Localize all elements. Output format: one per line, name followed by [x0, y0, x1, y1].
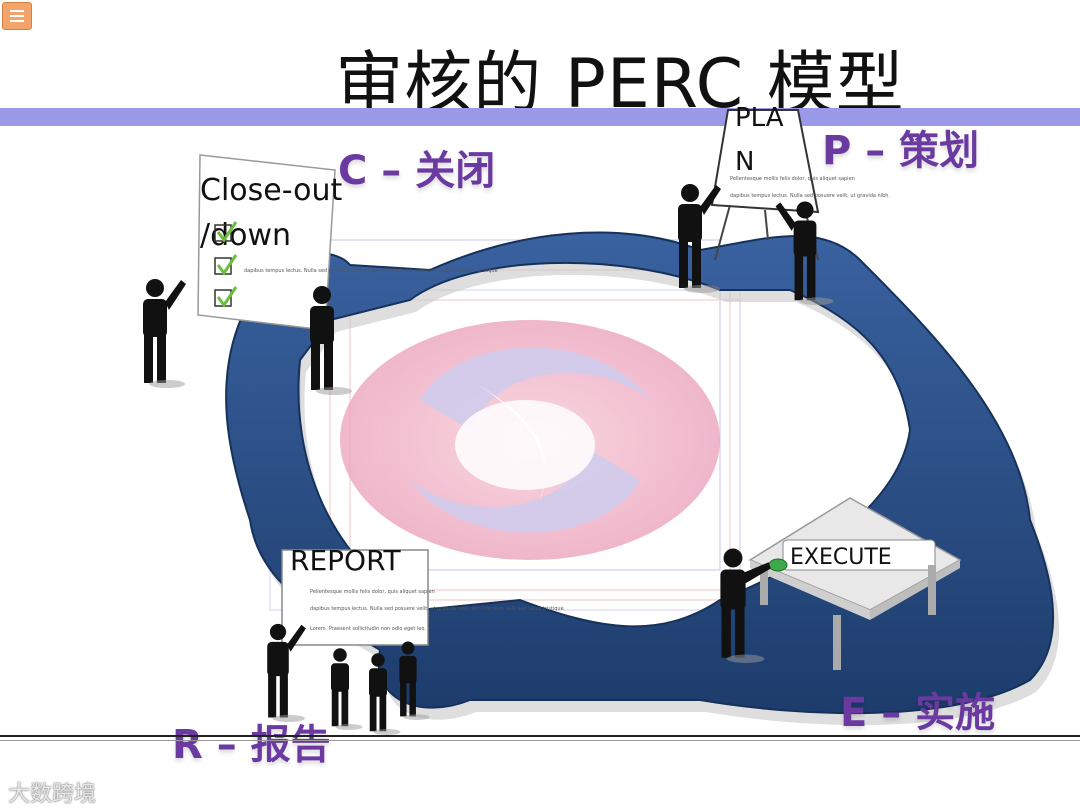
report-filler-1: Pellentesque mollis felis dolor, quis al… — [310, 589, 435, 595]
closeout-title-line1: Close-out — [200, 173, 342, 208]
stage-label-plan: P – 策划 — [822, 118, 979, 176]
report-title: REPORT — [290, 544, 401, 577]
report-filler-2: dapibus tempus lectus. Nulla sed posuere… — [310, 606, 564, 612]
watermark: 大数跨境 — [8, 776, 96, 808]
plan-filler-1: Pellentesque mollis felis dolor, quis al… — [730, 176, 855, 182]
swirl-logo — [340, 320, 720, 560]
closeout-title-line2: /down — [200, 218, 291, 253]
person-report-audience-1 — [331, 648, 363, 730]
bottom-rule — [0, 735, 1080, 737]
plan-title-line2: N — [735, 147, 754, 177]
stage-label-execute: E – 实施 — [840, 680, 995, 738]
person-closeout-1 — [143, 279, 186, 388]
closeout-filler: dapibus tempus lectus. Nulla sed posuere… — [244, 268, 498, 274]
stage-label-report: R – 报告 — [172, 712, 331, 770]
bottom-rule-thin — [0, 740, 1080, 741]
execute-label: EXECUTE — [790, 545, 892, 570]
report-filler-3: Lorem. Praesent sollicitudin non odio eg… — [310, 626, 426, 632]
stage-label-close: C – 关闭 — [338, 138, 495, 196]
plan-title-line1: PLA — [735, 103, 784, 133]
plan-filler-2: dapibus tempus lectus. Nulla sed posuere… — [730, 193, 890, 199]
